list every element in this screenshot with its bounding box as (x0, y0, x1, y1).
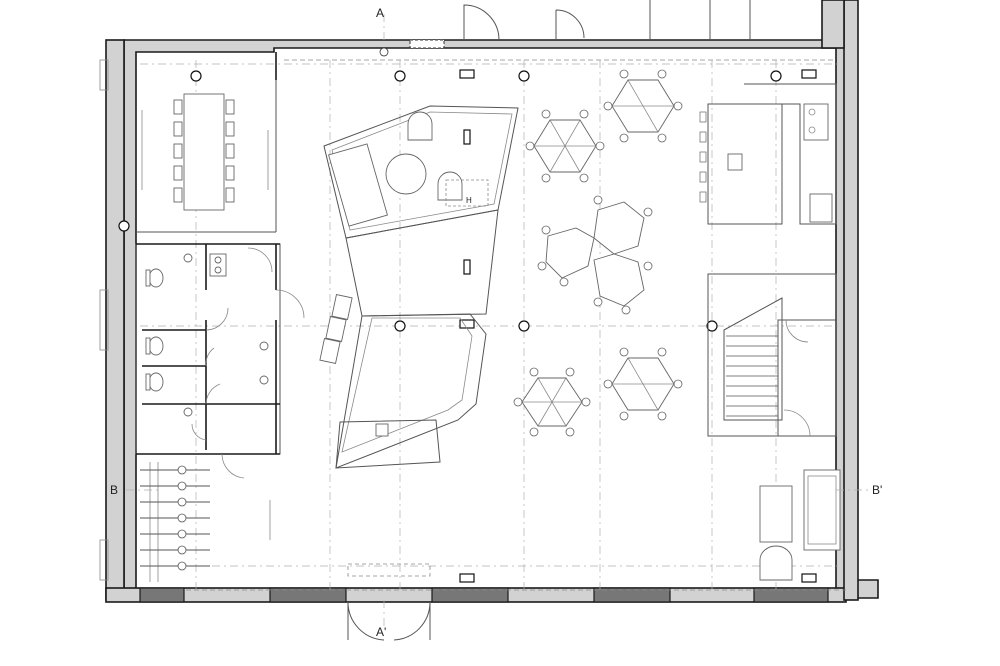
pavilion-benches (319, 294, 353, 364)
lounge-table (385, 153, 427, 195)
section-marker-b: B B' (110, 483, 882, 497)
conference-chairs (173, 99, 235, 203)
window-bottom-3 (431, 587, 509, 603)
left-wall (105, 39, 125, 601)
section-marker-a: A A' (376, 6, 389, 639)
hex-table-1 (533, 119, 597, 173)
pavilion-seat (375, 423, 389, 437)
armchair (759, 545, 793, 581)
trefoil-table (545, 201, 645, 307)
columns (118, 69, 817, 583)
top-doors (463, 0, 751, 41)
section-label-a-bottom: A' (376, 625, 386, 639)
section-label-b-left: B (110, 483, 118, 497)
coffee-table (759, 485, 793, 543)
lounge-chair-2 (437, 171, 463, 201)
window-bottom-5 (753, 587, 829, 603)
lounge-right (759, 469, 841, 581)
cafe-chairs (513, 69, 683, 437)
bike-racks (140, 462, 271, 582)
window-bottom-2 (269, 587, 347, 603)
lounge-chair-1 (407, 111, 433, 141)
window-bottom-4 (593, 587, 671, 603)
kitchen (699, 83, 837, 225)
section-label-b-right: B' (872, 483, 882, 497)
restroom-doors (191, 247, 305, 479)
exterior-walls (99, 0, 879, 603)
right-sofa (803, 469, 841, 551)
ceiling-guides (186, 59, 846, 591)
staircase (707, 273, 837, 437)
central-pavilion: H (319, 105, 519, 469)
kitchen-sink (803, 103, 829, 141)
conference-table (183, 93, 225, 211)
h-mark: H (466, 196, 472, 205)
restrooms (135, 243, 305, 479)
hex-table-3 (521, 377, 583, 427)
bar-stools (699, 111, 707, 203)
hex-table-2 (611, 79, 675, 133)
kitchen-appliance (809, 193, 833, 223)
toilet-fixtures (145, 253, 269, 417)
structural-grid (140, 14, 840, 630)
hex-table-4 (611, 357, 675, 411)
lounge-sofa (328, 143, 388, 227)
bar-sink (727, 153, 743, 171)
section-label-a-top: A (376, 6, 384, 20)
window-bottom-1 (139, 587, 185, 603)
meeting-room (136, 52, 277, 233)
entrance-doors (347, 563, 431, 641)
